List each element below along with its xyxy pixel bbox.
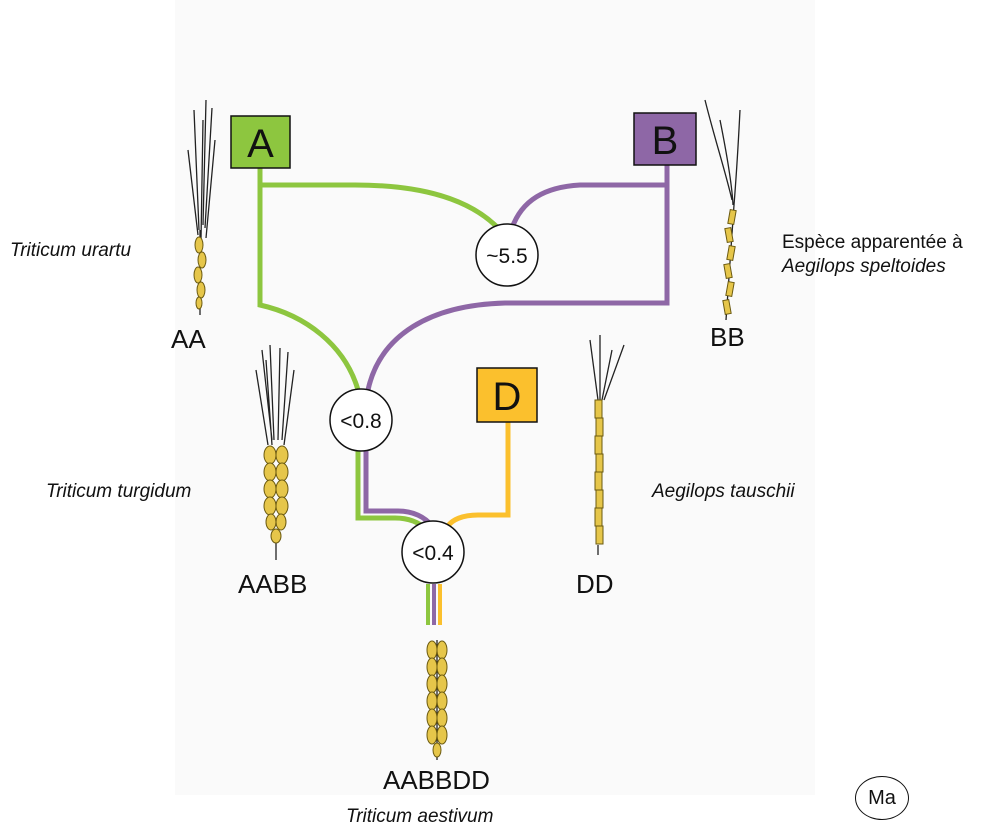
genome-box-b: B [633,112,697,166]
divergence-ab-label: ~5.5 [486,245,527,268]
divergence-aabb-label: <0.8 [340,410,381,433]
species-speltoides-genome: BB [710,322,745,352]
aestivum-spike-illustration [426,640,448,760]
species-urartu-name: Triticum urartu [10,240,132,261]
species-aestivum-genome: AABBDD [383,765,490,795]
genome-box-d: D [476,367,538,423]
lineage-a-to-aabb [257,185,361,391]
divergence-node-aabb: <0.8 [329,388,393,452]
species-aestivum-name: Triticum aestivum [346,806,494,827]
species-tauschii-genome: DD [576,569,614,599]
lineage-b-to-ab [509,165,670,229]
species-tauschii-name: Aegilops tauschii [652,481,795,502]
speltoides-spike-illustration [704,99,741,321]
urartu-spike-illustration [187,99,216,315]
species-speltoides-note: Espèce apparentée à [782,232,963,253]
genome-box-a: A [230,115,291,169]
species-speltoides-name: Aegilops speltoides [782,256,946,277]
species-urartu-genome: AA [171,324,206,354]
species-turgidum-genome: AABB [238,569,308,599]
genome-d-letter: D [493,375,522,419]
species-turgidum-name: Triticum turgidum [46,481,192,502]
genome-b-letter: B [652,119,679,163]
unit-badge-ma: Ma [855,776,909,820]
divergence-node-aabbdd: <0.4 [401,520,465,584]
tauschii-spike-illustration [589,335,625,555]
lineage-b-to-aabb [365,185,670,391]
divergence-aabbdd-label: <0.4 [412,542,454,565]
turgidum-spike-illustration [255,344,295,560]
genome-a-letter: A [247,122,274,166]
lineage-d-to-aabbdd [445,422,511,528]
divergence-node-ab: ~5.5 [475,223,539,287]
lineage-a-to-ab [257,168,502,232]
